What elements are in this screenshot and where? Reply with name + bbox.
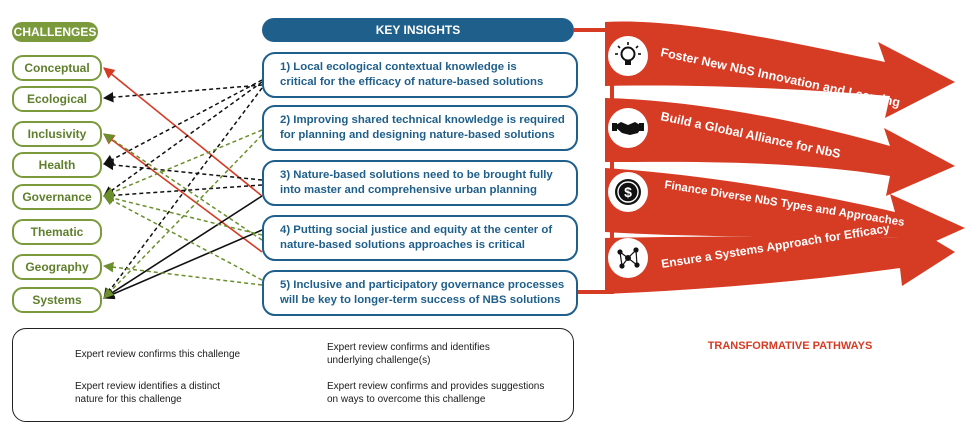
connector-red [103,67,263,197]
legend-label-2-line1: Expert review identifies a distinct [75,381,221,392]
challenge-systems: Systems [12,287,102,313]
challenge-health: Health [12,152,102,178]
connector-green-dashed [103,129,263,198]
connector-black-dashed [102,159,263,181]
connector-black-dashed [103,79,263,165]
insight-4-line2: nature-based solutions approaches is cri… [280,239,525,251]
connector-green-dashed [103,133,263,241]
insight-2-line2: for planning and designing nature-based … [280,129,555,141]
connector-green-dashed [102,193,263,236]
insight-2-line1: 2) Improving shared technical knowledge … [280,114,565,126]
insight-box-3: 3) Nature-based solutions need to be bro… [262,160,578,206]
legend-label-1: Expert review confirms this challenge [75,348,240,361]
legend-label-2-line2: nature for this challenge [75,394,182,405]
legend-label-2: Expert review identifies a distinct natu… [75,380,220,406]
dollar-icon: $ [608,172,648,212]
legend-label-3-line1: Expert review confirms and identifies [327,342,490,353]
legend-label-1-line1: Expert review confirms this challenge [75,349,241,360]
insight-box-5: 5) Inclusive and participatory governanc… [262,270,578,316]
legend-label-4: Expert review confirms and provides sugg… [327,380,544,406]
connector-green-dashed [103,134,263,299]
pathway-arrow-3 [605,168,965,258]
connector-black-dashed [103,87,263,299]
connector-black-dashed [102,84,263,103]
connector-black [103,195,263,299]
challenges-header: CHALLENGES [12,22,98,42]
insight-box-1: 1) Local ecological contextual knowledge… [262,52,578,98]
insight-5-line2: will be key to longer-term success of NB… [280,294,561,306]
challenge-conceptual: Conceptual [12,55,102,81]
challenge-governance: Governance [12,184,102,210]
connector-black-dashed [103,81,263,197]
legend-label-4-line2: on ways to overcome this challenge [327,394,486,405]
handshake-icon [608,108,648,148]
connector-red [103,133,263,253]
challenge-thematic: Thematic [12,219,102,245]
legend-label-3: Expert review confirms and identifies un… [327,341,490,367]
insight-3-line1: 3) Nature-based solutions need to be bro… [280,169,553,181]
insight-3-line2: into master and comprehensive urban plan… [280,184,537,196]
legend-label-3-line2: underlying challenge(s) [327,355,431,366]
svg-text:$: $ [624,184,632,200]
connector-lines [102,67,263,300]
insight-5-line1: 5) Inclusive and participatory governanc… [280,279,565,291]
network-icon [608,238,648,278]
transformative-pathways-title: TRANSFORMATIVE PATHWAYS [707,340,873,352]
lightbulb-icon [608,36,648,76]
insight-4-line1: 4) Putting social justice and equity at … [280,224,553,236]
insight-box-2: 2) Improving shared technical knowledge … [262,105,578,151]
connector-black [102,229,263,300]
challenge-geography: Geography [12,254,102,280]
challenge-inclusivity: Inclusivity [12,121,102,147]
insight-box-4: 4) Putting social justice and equity at … [262,215,578,261]
key-insights-header: KEY INSIGHTS [262,18,574,42]
legend-box: Expert review confirms this challenge Ex… [12,328,574,422]
pathway-arrow-4 [605,218,955,294]
connector-green-dashed [102,261,263,286]
pathway-arrow-1 [605,21,955,118]
insight-1-line1: 1) Local ecological contextual knowledge… [280,61,517,73]
challenge-ecological: Ecological [12,86,102,112]
legend-label-4-line1: Expert review confirms and provides sugg… [327,381,545,392]
insight-1-line2: critical for the efficacy of nature-base… [280,76,544,88]
pathway-arrow-2 [605,98,955,196]
connector-black-dashed [102,184,263,201]
connector-green-dashed [103,195,263,281]
